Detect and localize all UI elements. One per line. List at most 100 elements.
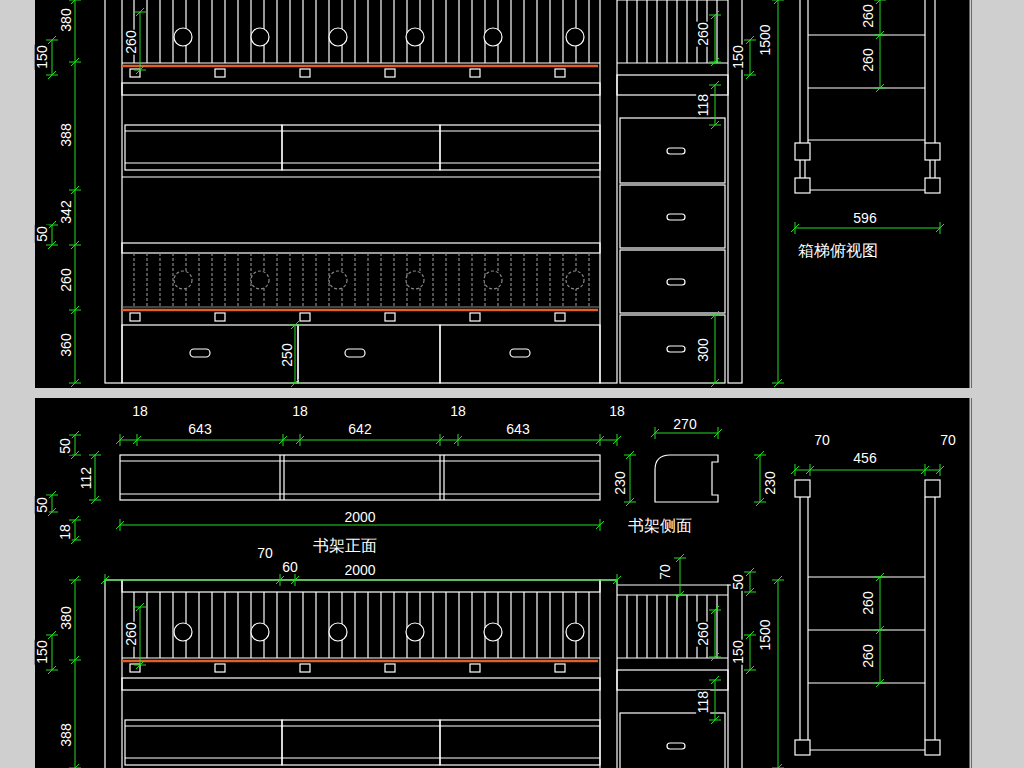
dimension-text: 70 [939,433,957,447]
dimension-line [750,635,751,670]
dimension-text: 260 [861,47,875,72]
extension-line [46,245,58,246]
dimension-line [715,610,716,657]
dimension-text: 150 [35,639,49,664]
ladder-top-view [934,160,935,178]
ladder-top-view [799,0,800,143]
extension-line [624,455,636,456]
dimension-text: 1500 [758,23,772,56]
bookshelf-front [120,460,600,461]
ladder-side-view [808,629,925,630]
ladder-top-view [808,34,925,35]
panel [35,0,969,388]
extension-line [289,383,301,384]
dimension-tick [71,764,79,768]
dimension-line [75,580,76,768]
dimension-line [680,558,681,595]
extension-line [120,434,121,446]
dimension-text: 230 [613,470,627,495]
post-cap [795,143,810,160]
extension-line [744,40,756,41]
extension-line [280,574,281,586]
border-line [971,0,972,388]
post-cap [925,740,940,755]
extension-line [600,434,601,446]
extension-line [134,607,146,608]
dimension-line [715,680,716,720]
extension-line [120,519,121,531]
extension-line [709,657,721,658]
dimension-text: 70 [658,563,672,581]
dimension-text: 118 [696,93,710,117]
extension-line [709,680,721,681]
dimension-tick [774,764,782,768]
extension-line [458,434,459,446]
dimension-text: 18 [449,404,467,418]
bookshelf-divider [439,455,440,500]
dimension-text: 388 [59,722,73,747]
dimension-text: 118 [696,690,710,714]
extension-line [134,12,146,13]
bookshelf-front [120,493,600,494]
extension-line [709,85,721,86]
extension-line [655,427,656,439]
dimension-text: 260 [861,3,875,28]
border-line [971,398,972,768]
ladder-top-view [804,160,805,178]
extension-line [744,572,756,573]
post-cap [925,178,940,193]
dimension-text: 260 [861,643,875,668]
ladder-top-view [810,189,925,190]
dimension-line [655,433,718,434]
extension-line [940,464,941,476]
ladder-side-view [799,497,800,740]
dimension-text: 230 [763,470,777,495]
extension-line [744,635,756,636]
dimension-text: 150 [731,44,745,69]
extension-line [754,455,766,456]
view-title: 书架正面 [312,538,378,554]
extension-line [795,464,796,476]
extension-line [674,595,686,596]
dimension-text: 342 [59,199,73,224]
dimension-text: 380 [59,7,73,32]
ladder-side-view [810,749,925,750]
post-cap [795,740,810,755]
dimension-line [630,455,631,502]
dimension-text: 18 [58,523,72,541]
ladder-side-view [808,576,925,577]
dimension-line [880,0,881,88]
extension-line [600,519,601,531]
border-line [969,398,970,768]
extension-line [69,520,81,521]
dimension-text: 18 [291,404,309,418]
ladder-side-view [807,497,808,740]
extension-line [617,574,618,586]
view-title: 箱梯俯视图 [797,243,879,259]
dimension-text: 70 [256,546,274,560]
bookshelf-divider [443,455,444,500]
bookshelf-divider [283,455,284,500]
extension-line [874,630,886,631]
extension-line [440,434,441,446]
dimension-text: 18 [608,404,626,418]
extension-line [874,88,886,89]
extension-line [46,635,58,636]
extension-line [46,670,58,671]
dimension-text: 270 [672,417,697,431]
extension-line [624,502,636,503]
dimension-line [715,315,716,383]
extension-line [89,500,101,501]
dimension-line [52,635,53,670]
extension-line [137,434,138,446]
extension-line [69,0,81,1]
extension-line [744,75,756,76]
extension-line [718,427,719,439]
bed-front-view [105,580,742,768]
extension-line [709,720,721,721]
dimension-tick [876,0,884,4]
dimension-text: 260 [124,29,138,54]
dimension-text: 260 [124,621,138,646]
bookshelf-side [655,455,718,502]
extension-line [46,75,58,76]
